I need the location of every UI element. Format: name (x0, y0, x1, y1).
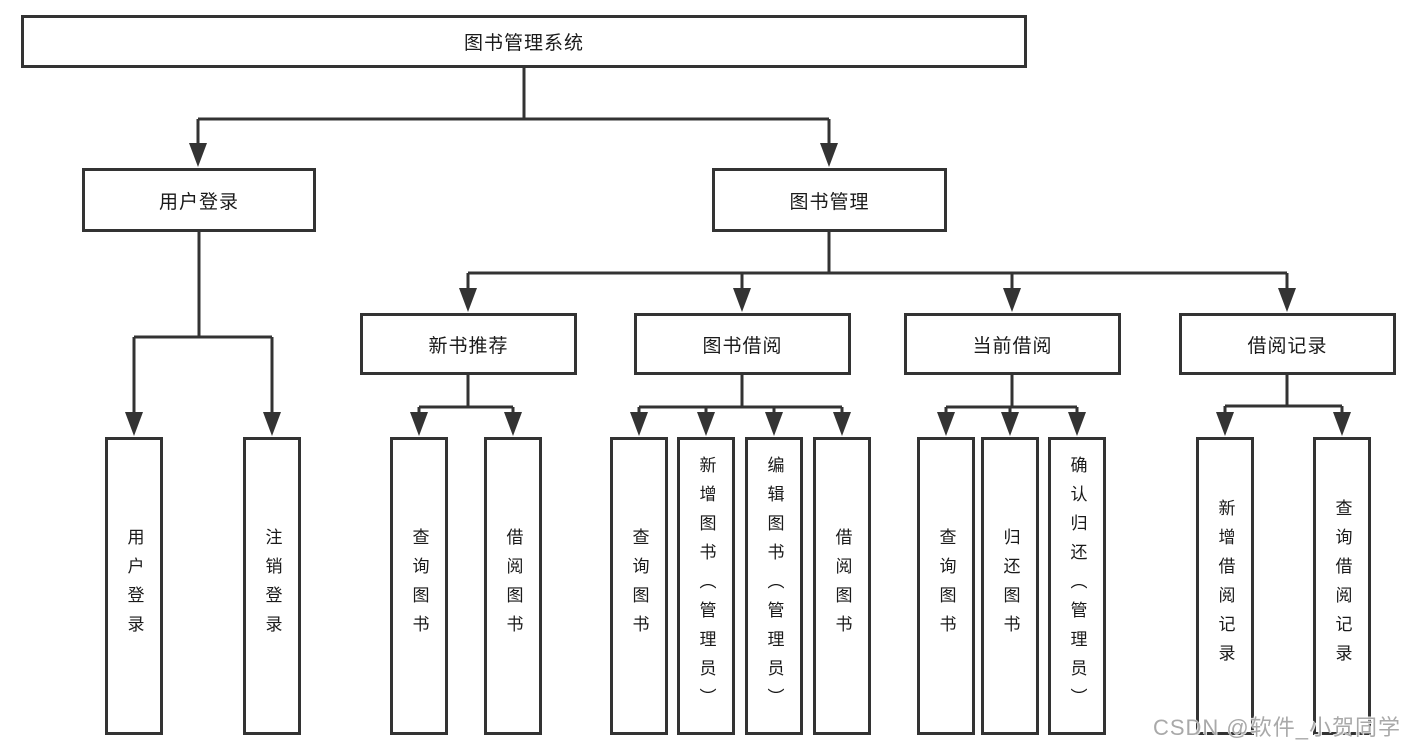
leaf-borrow-book: 借阅图书 (484, 437, 542, 735)
leaf-borrow-book: 借阅图书 (813, 437, 871, 735)
node-label: 图书管理系统 (463, 33, 584, 54)
leaf-label: 编辑图书（管理员） (764, 455, 784, 717)
leaf-user-login: 用户登录 (105, 437, 163, 735)
node-label: 新书推荐 (428, 335, 509, 357)
leaf-logout: 注销登录 (243, 437, 301, 735)
node-new-book-recommend: 新书推荐 (360, 313, 577, 375)
leaf-add-borrow-record: 新增借阅记录 (1196, 437, 1254, 735)
node-root-system: 图书管理系统 (21, 15, 1027, 68)
leaf-label: 用户登录 (124, 528, 144, 644)
leaf-query-book: 查询图书 (917, 437, 975, 735)
node-label: 用户登录 (158, 191, 239, 213)
leaf-label: 查询图书 (629, 528, 649, 644)
node-label: 当前借阅 (972, 335, 1053, 357)
node-current-borrow: 当前借阅 (904, 313, 1121, 375)
csdn-watermark: CSDN @软件_小贺同学 (1152, 715, 1401, 740)
edge-user-login-to-leaves (125, 232, 281, 436)
edge-new-book-recommend-to-leaves (410, 375, 522, 436)
edge-root-to-level2 (189, 68, 838, 167)
leaf-add-book-admin: 新增图书（管理员） (677, 437, 735, 735)
leaf-confirm-return-admin: 确认归还（管理员） (1048, 437, 1106, 735)
node-label: 图书借阅 (702, 335, 783, 357)
edge-current-borrow-to-leaves (937, 375, 1086, 436)
node-borrow-record: 借阅记录 (1179, 313, 1396, 375)
node-label: 借阅记录 (1247, 335, 1328, 357)
node-book-management: 图书管理 (712, 168, 947, 232)
leaf-edit-book-admin: 编辑图书（管理员） (745, 437, 803, 735)
leaf-label: 查询图书 (936, 528, 956, 644)
leaf-label: 归还图书 (1000, 528, 1020, 644)
leaf-query-book: 查询图书 (610, 437, 668, 735)
leaf-label: 查询图书 (409, 528, 429, 644)
leaf-query-book: 查询图书 (390, 437, 448, 735)
leaf-label: 注销登录 (262, 528, 282, 644)
leaf-return-book: 归还图书 (981, 437, 1039, 735)
node-user-login: 用户登录 (82, 168, 316, 232)
leaf-label: 借阅图书 (832, 528, 852, 644)
edge-borrow-record-to-leaves (1216, 375, 1351, 436)
edge-book-borrow-to-leaves (630, 375, 851, 436)
leaf-label: 借阅图书 (503, 528, 523, 644)
leaf-query-borrow-record: 查询借阅记录 (1313, 437, 1371, 735)
node-book-borrow: 图书借阅 (634, 313, 851, 375)
edge-book-management-to-level3 (459, 232, 1296, 312)
leaf-label: 新增图书（管理员） (696, 455, 716, 717)
node-label: 图书管理 (789, 191, 870, 213)
leaf-label: 查询借阅记录 (1332, 499, 1352, 673)
leaf-label: 确认归还（管理员） (1067, 455, 1087, 717)
leaf-label: 新增借阅记录 (1215, 499, 1235, 673)
